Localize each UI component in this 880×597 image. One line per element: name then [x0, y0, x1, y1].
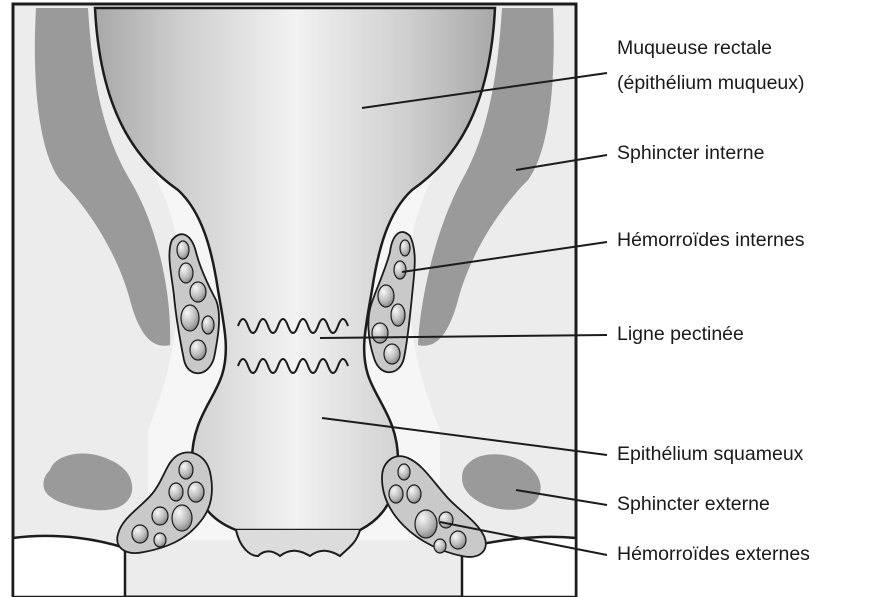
perineal-skin	[13, 536, 125, 597]
anal-verge	[236, 530, 360, 556]
label-external-sphincter: Sphincter externe	[617, 491, 770, 518]
label-rectal-mucosa-line1: Muqueuse rectale	[617, 35, 772, 62]
label-internal-hemorrhoids: Hémorroïdes internes	[617, 227, 805, 254]
label-pectinate-line: Ligne pectinée	[617, 321, 744, 348]
label-squamous-epithelium: Epithélium squameux	[617, 441, 803, 468]
label-external-hemorrhoids: Hémorroïdes externes	[617, 541, 810, 568]
label-rectal-mucosa-line2: (épithélium muqueux)	[617, 70, 805, 97]
label-internal-sphincter: Sphincter interne	[617, 140, 764, 167]
